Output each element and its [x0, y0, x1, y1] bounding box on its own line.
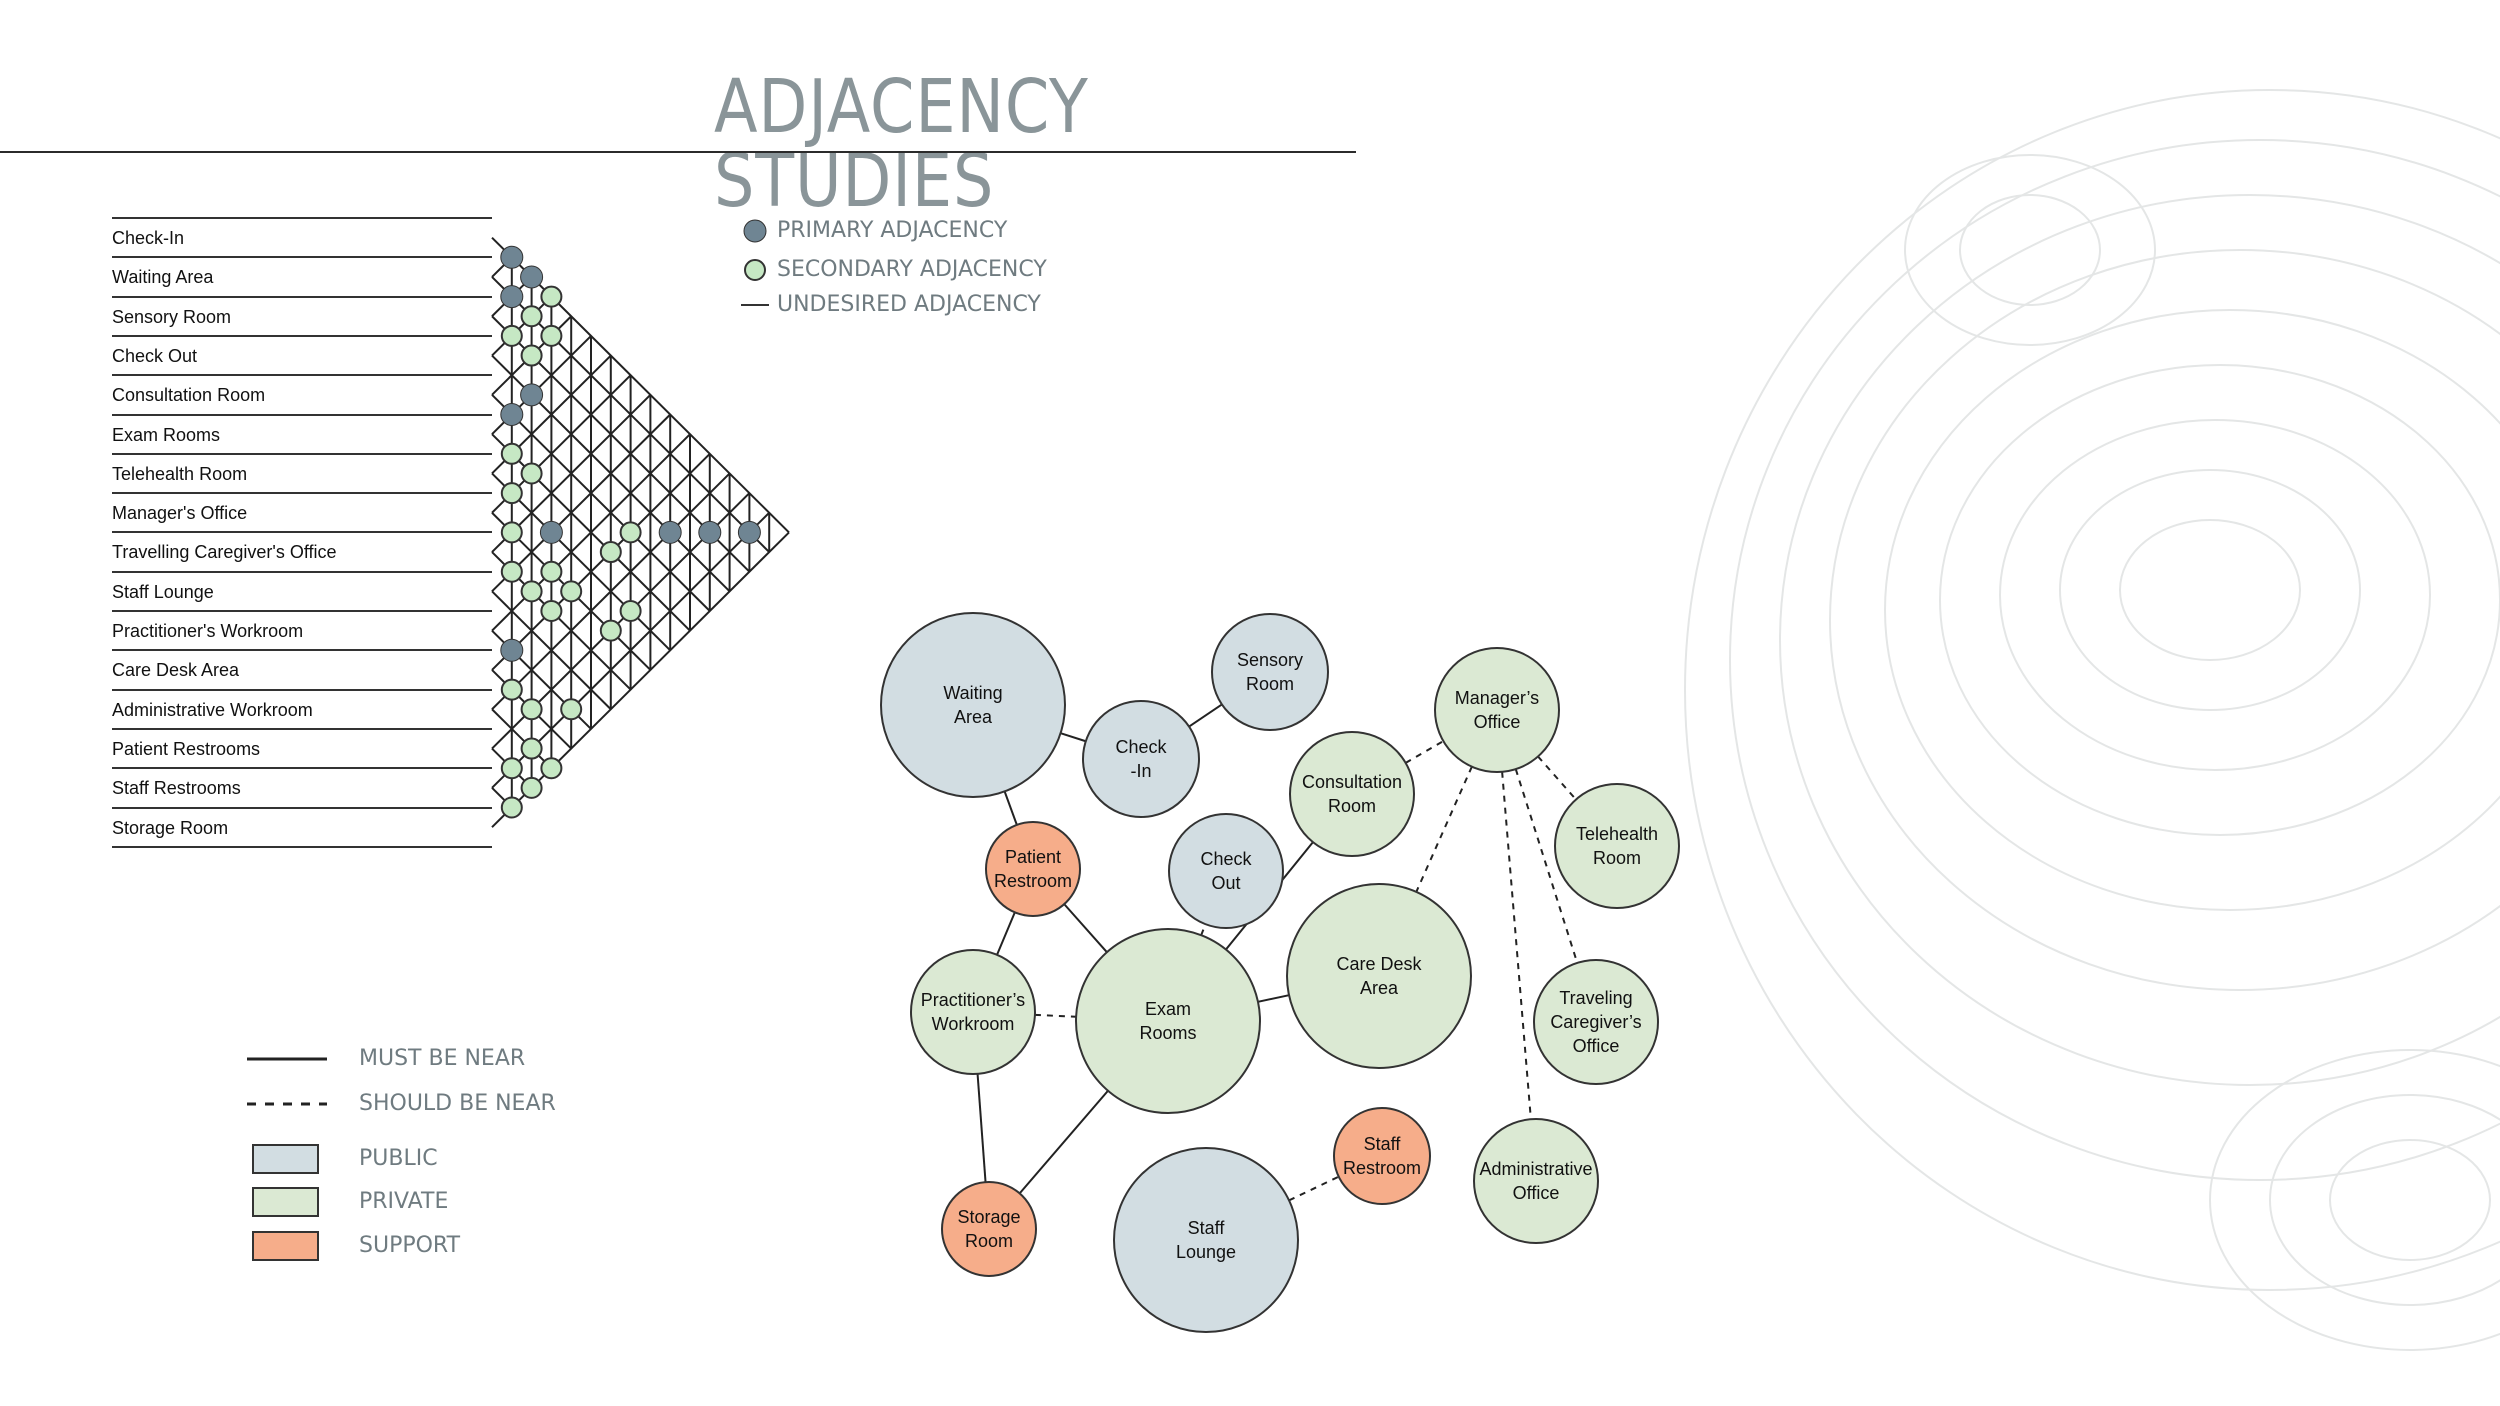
matrix-row-rule: [112, 570, 492, 573]
legend-private: PRIVATE: [359, 1189, 449, 1214]
matrix-row-rule: [112, 256, 492, 259]
matrix-row-rule: [112, 295, 492, 298]
support-zone-swatch: [252, 1231, 319, 1261]
matrix-row-rule: [112, 334, 492, 337]
matrix-row-rule: [112, 413, 492, 416]
matrix-room-label: Sensory Room: [112, 306, 232, 327]
matrix-row-rule: [112, 649, 492, 652]
matrix-room-label: Telehealth Room: [112, 463, 248, 484]
matrix-room-label: Staff Restrooms: [112, 778, 241, 799]
matrix-row-rule: [112, 374, 492, 377]
matrix-room-label: Manager's Office: [112, 503, 248, 524]
matrix-room-label: Check-In: [112, 228, 185, 248]
matrix-row-rule: [112, 806, 492, 809]
legend-public: PUBLIC: [359, 1146, 438, 1171]
matrix-room-label: Care Desk Area: [112, 660, 240, 681]
legend-support: SUPPORT: [359, 1233, 461, 1258]
matrix-room-label: Travelling Caregiver's Office: [112, 542, 337, 563]
matrix-room-label: Waiting Area: [112, 267, 214, 288]
title-rule: [0, 151, 1356, 153]
matrix-room-label: Administrative Workroom: [112, 699, 313, 720]
matrix-row-rule: [112, 531, 492, 534]
matrix-room-label: Practitioner's Workroom: [112, 621, 304, 641]
matrix-row-rule: [112, 845, 492, 848]
matrix-row-rule: [112, 217, 492, 219]
matrix-room-label: Storage Room: [112, 817, 229, 838]
matrix-room-label: Check Out: [112, 345, 198, 366]
matrix-row-rule: [112, 767, 492, 770]
matrix-room-label: Patient Restrooms: [112, 738, 261, 759]
matrix-row-rule: [112, 688, 492, 691]
public-zone-swatch: [252, 1144, 319, 1174]
matrix-room-label: Staff Lounge: [112, 581, 214, 602]
matrix-room-label: Exam Rooms: [112, 424, 221, 445]
legend-must-be-near: MUST BE NEAR: [359, 1046, 526, 1071]
matrix-room-label: Consultation Room: [112, 385, 266, 406]
legend-secondary-adjacency: SECONDARY ADJACENCY: [777, 257, 1047, 282]
matrix-row-rule: [112, 610, 492, 612]
legend-should-be-near: SHOULD BE NEAR: [359, 1091, 556, 1116]
private-zone-swatch: [252, 1187, 319, 1217]
legend-undesired-adjacency: UNDESIRED ADJACENCY: [777, 292, 1041, 317]
matrix-row-rule: [112, 727, 492, 730]
page-title: ADJACENCY STUDIES: [714, 64, 1089, 224]
matrix-row-rule: [112, 492, 492, 495]
legend-primary-adjacency: PRIMARY ADJACENCY: [777, 218, 1008, 243]
matrix-row-rule: [112, 452, 492, 455]
